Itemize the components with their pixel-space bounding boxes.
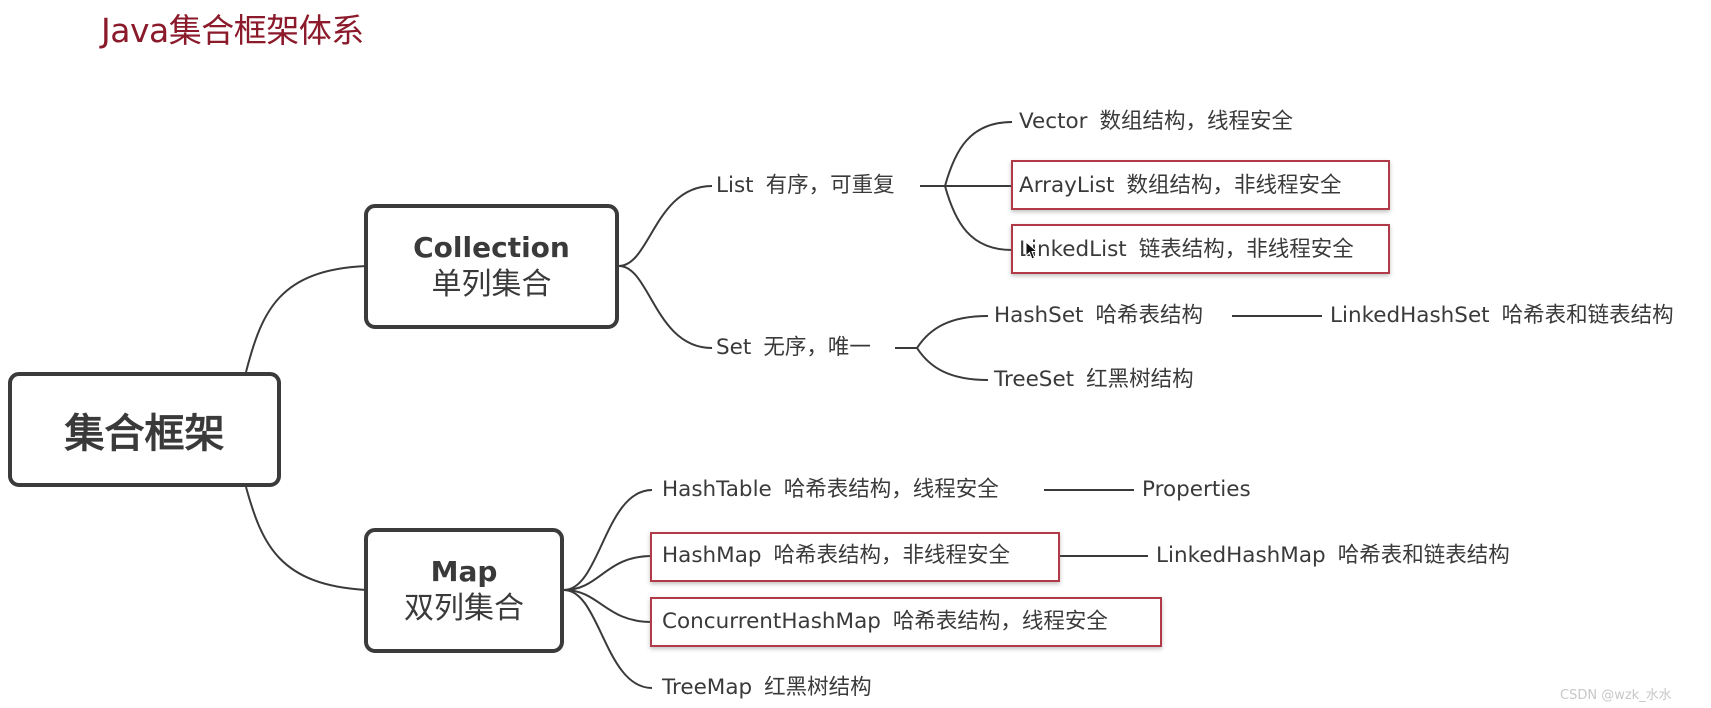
hashset-node-desc: 哈希表结构: [1095, 303, 1203, 328]
concurrenthashmap-node[interactable]: ConcurrentHashMap 哈希表结构，线程安全: [662, 608, 1108, 636]
connector-map-hashtable: [563, 489, 653, 591]
hashset-node[interactable]: HashSet 哈希表结构: [994, 302, 1203, 330]
arraylist-node-name: ArrayList: [1019, 173, 1115, 198]
connector-map-hashmap: [563, 555, 653, 591]
treeset-node-desc: 红黑树结构: [1086, 367, 1194, 392]
connector-root-map: [245, 486, 367, 591]
arraylist-highlight: [1011, 160, 1390, 210]
vector-node-desc: 数组结构，线程安全: [1099, 109, 1294, 134]
list-node-desc: 有序，可重复: [765, 173, 895, 198]
mouse-cursor-icon: [1025, 241, 1039, 260]
collection-node-subtitle: 单列集合: [431, 266, 552, 302]
set-node-name: Set: [716, 335, 752, 360]
arraylist-node[interactable]: ArrayList 数组结构，非线程安全: [1019, 172, 1342, 200]
connector-collection-set: [618, 265, 713, 349]
linkedhashset-node[interactable]: LinkedHashSet 哈希表和链表结构: [1330, 302, 1674, 330]
properties-node[interactable]: Properties: [1142, 476, 1251, 504]
hashmap-node-name: HashMap: [662, 543, 762, 568]
linkedlist-highlight: [1011, 224, 1390, 274]
treemap-node[interactable]: TreeMap 红黑树结构: [662, 674, 872, 702]
vector-node-name: Vector: [1019, 109, 1088, 134]
list-node-name: List: [716, 173, 754, 198]
hashmap-node-desc: 哈希表结构，非线程安全: [773, 543, 1011, 568]
hashtable-node-name: HashTable: [662, 477, 772, 502]
vector-node[interactable]: Vector 数组结构，线程安全: [1019, 108, 1293, 136]
list-node[interactable]: List 有序，可重复: [716, 172, 895, 200]
connector-root-collection: [245, 265, 367, 373]
linkedlist-node-name: LinkedList: [1019, 237, 1127, 262]
set-node[interactable]: Set 无序，唯一: [716, 334, 871, 362]
root-node[interactable]: 集合框架: [8, 372, 281, 487]
map-node[interactable]: Map 双列集合: [364, 528, 564, 653]
hashmap-highlight: [650, 532, 1060, 582]
hashset-node-name: HashSet: [994, 303, 1084, 328]
treemap-node-name: TreeMap: [662, 675, 753, 700]
treemap-node-desc: 红黑树结构: [764, 675, 872, 700]
connector-map-treemap: [563, 589, 653, 689]
treeset-node-name: TreeSet: [994, 367, 1075, 392]
linkedlist-node-desc: 链表结构，非线程安全: [1138, 237, 1354, 262]
linkedlist-node[interactable]: LinkedList 链表结构，非线程安全: [1019, 236, 1354, 264]
arraylist-node-desc: 数组结构，非线程安全: [1126, 173, 1342, 198]
hashmap-node[interactable]: HashMap 哈希表结构，非线程安全: [662, 542, 1010, 570]
collection-node[interactable]: Collection 单列集合: [364, 204, 619, 329]
connector-set-hashset: [916, 315, 989, 349]
connector-map-concurrenthashmap: [563, 589, 653, 623]
hashtable-node[interactable]: HashTable 哈希表结构，线程安全: [662, 476, 999, 504]
set-node-desc: 无序，唯一: [763, 335, 871, 360]
concurrenthashmap-node-name: ConcurrentHashMap: [662, 609, 881, 634]
connector-list-linkedlist: [944, 185, 1013, 251]
connector-collection-list: [618, 185, 713, 267]
collection-node-title: Collection: [413, 230, 570, 264]
properties-node-name: Properties: [1142, 477, 1251, 502]
linkedhashset-node-desc: 哈希表和链表结构: [1501, 303, 1674, 328]
concurrenthashmap-highlight: [650, 597, 1162, 647]
connector-set-treeset: [916, 347, 989, 381]
linkedhashmap-node-name: LinkedHashMap: [1156, 543, 1326, 568]
root-node-label: 集合框架: [64, 410, 225, 457]
linkedhashset-node-name: LinkedHashSet: [1330, 303, 1490, 328]
treeset-node[interactable]: TreeSet 红黑树结构: [994, 366, 1194, 394]
connector-list-vector: [944, 121, 1013, 187]
map-node-subtitle: 双列集合: [404, 590, 524, 626]
linkedhashmap-node[interactable]: LinkedHashMap 哈希表和链表结构: [1156, 542, 1510, 570]
hashtable-node-desc: 哈希表结构，线程安全: [783, 477, 999, 502]
page-title: Java集合框架体系: [101, 11, 364, 50]
linkedhashmap-node-desc: 哈希表和链表结构: [1337, 543, 1510, 568]
watermark: CSDN @wzk_水水: [1560, 688, 1672, 703]
map-node-title: Map: [430, 554, 498, 588]
concurrenthashmap-node-desc: 哈希表结构，线程安全: [892, 609, 1108, 634]
